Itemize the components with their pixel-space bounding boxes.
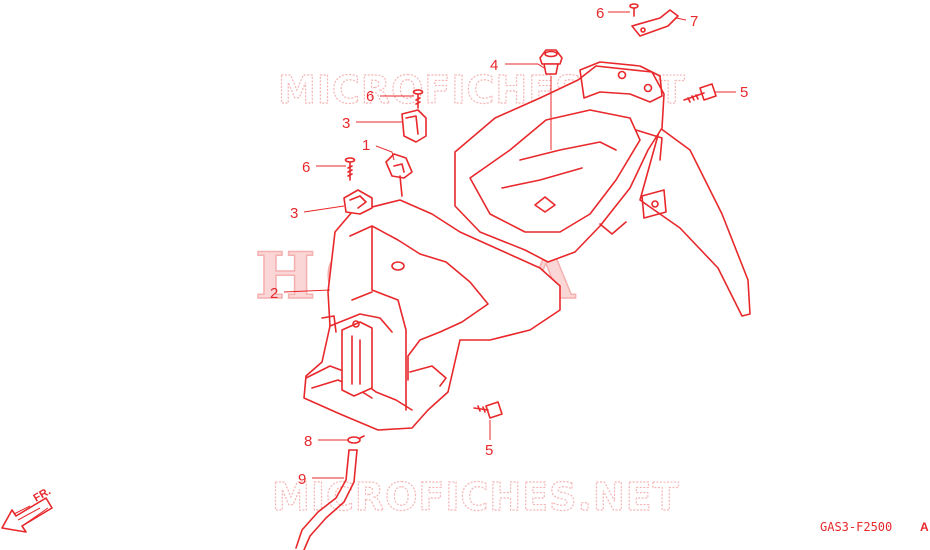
clip-part-4	[539, 49, 563, 75]
callout-7: 7	[690, 13, 698, 30]
callout-3-lower: 3	[290, 205, 298, 222]
callout-4: 4	[490, 57, 498, 74]
clamp-part-3-upper	[401, 109, 427, 143]
rear-fender-assembly	[303, 61, 751, 431]
front-direction-arrow: FR.	[1, 485, 53, 533]
screw-part-6-mid	[412, 89, 424, 109]
watermark-site-bottom: MICROFICHES.NET	[272, 475, 680, 519]
callout-2: 2	[270, 285, 278, 302]
hose-clip-part-8	[347, 435, 365, 444]
callout-3-upper: 3	[342, 115, 350, 132]
callout-numbers: 6 7 4 5 6 3 1 6 3 2 5 8 9	[270, 5, 748, 488]
direction-label: FR.	[32, 485, 53, 504]
bolt-part-6-top	[629, 3, 639, 17]
callout-6-top: 6	[596, 5, 604, 22]
callout-8: 8	[304, 433, 312, 450]
callout-6-left: 6	[302, 159, 310, 176]
diagram-code-suffix: A	[920, 520, 929, 534]
callout-1: 1	[362, 137, 370, 154]
cable-clamp-part-1	[385, 153, 413, 197]
clamp-part-3-lower	[343, 189, 373, 215]
screw-part-6-left	[344, 157, 356, 181]
drain-tube-part-9	[295, 449, 358, 550]
bolt-part-5-right	[683, 83, 717, 103]
callout-6-mid: 6	[366, 88, 374, 105]
bolt-part-5-lower	[473, 401, 503, 419]
diagram-code: GAS3-F2500	[820, 520, 892, 534]
callout-5-lower: 5	[485, 442, 493, 459]
callout-9: 9	[298, 471, 306, 488]
stay-part-7	[631, 9, 679, 37]
callout-5-right: 5	[740, 84, 748, 101]
leader-lines	[283, 11, 736, 479]
